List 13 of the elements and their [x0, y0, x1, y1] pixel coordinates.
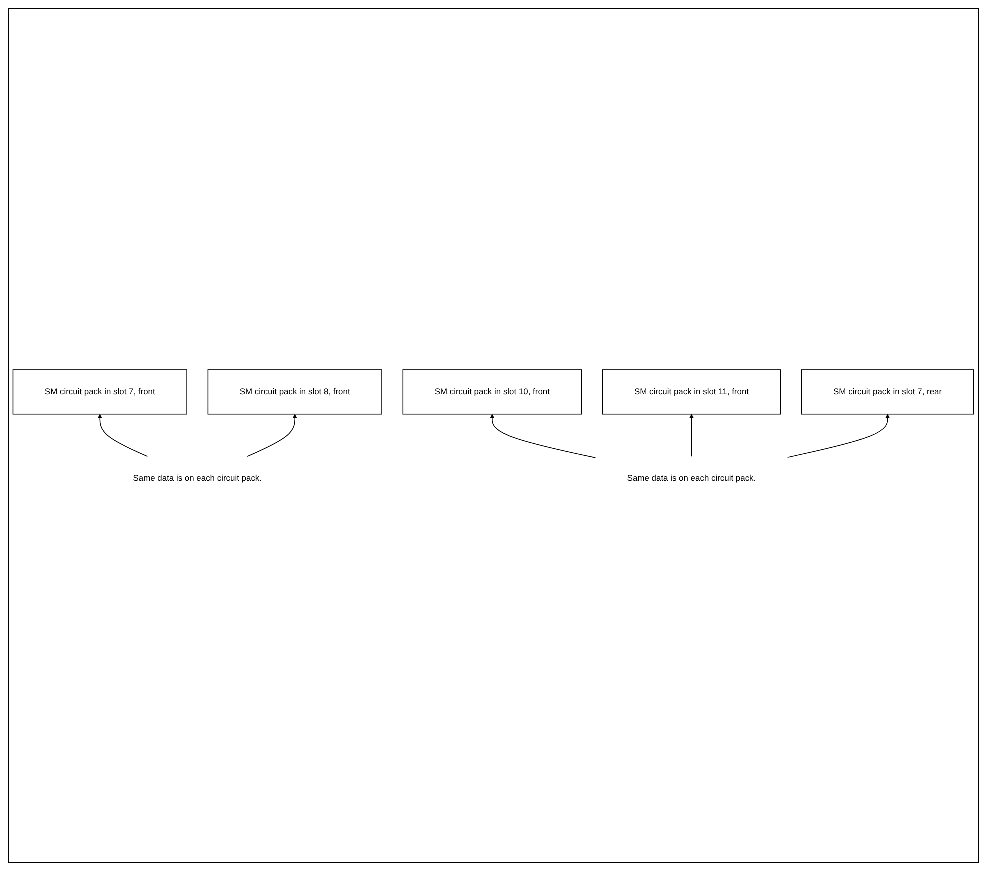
node-box [402, 370, 582, 415]
node-box [801, 370, 974, 415]
node-box [208, 370, 382, 415]
page-border: SM circuit pack in slot 7, front SM circuit pack in slot 8, front Same data is on each circuit pack. SM circuit pack in slot 10, front SM circuit pack in slot 11, front SM circuit pack in slot 7, rear Same data is on each circuit pack. [8, 8, 979, 863]
node-box [602, 370, 782, 415]
arrow [689, 414, 694, 458]
arrow [490, 414, 596, 458]
node-text: Same data is on each circuit pack. [133, 474, 262, 484]
node-text: Same data is on each circuit pack. [627, 474, 756, 484]
arrow [247, 414, 298, 458]
arrow [98, 414, 148, 458]
node-box [12, 370, 188, 415]
arrow [787, 414, 890, 458]
